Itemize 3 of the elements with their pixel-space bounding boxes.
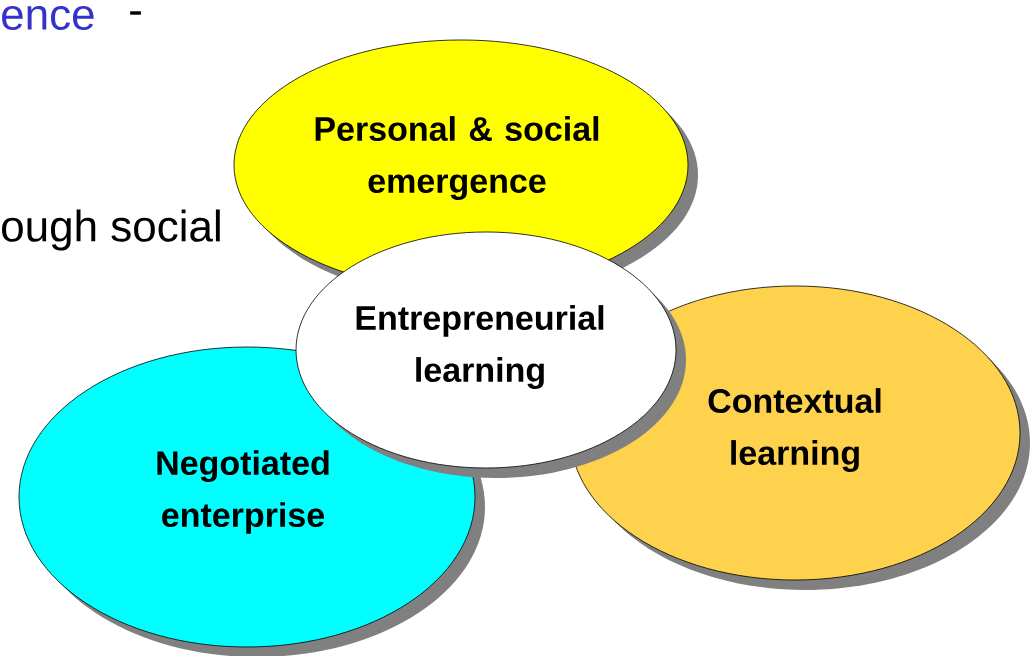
text-fragment: - bbox=[130, 11, 141, 15]
text-fragment: ough social bbox=[2, 209, 220, 251]
text-fragment: ence bbox=[2, 5, 94, 31]
